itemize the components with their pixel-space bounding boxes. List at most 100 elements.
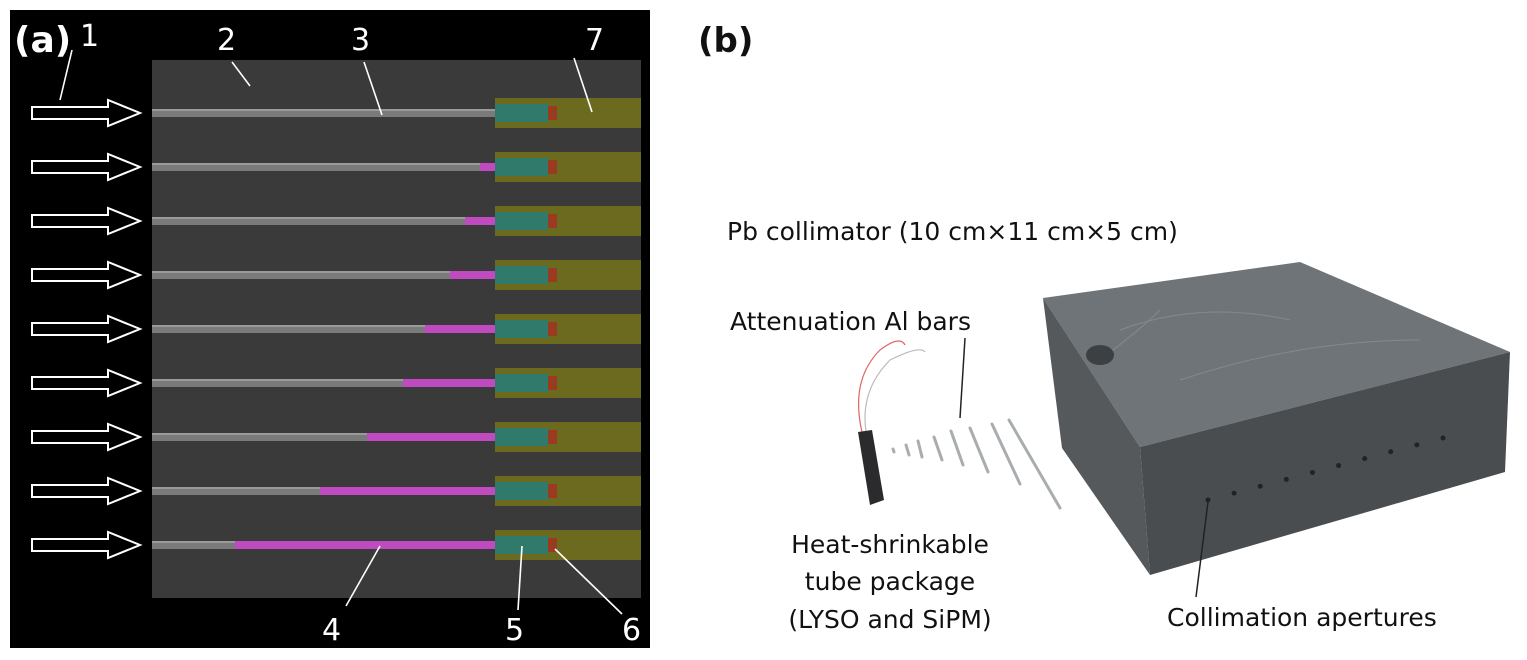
- al-bar: [367, 433, 495, 441]
- sipm: [548, 430, 557, 444]
- rod-highlight: [152, 109, 495, 111]
- rod: [152, 325, 495, 333]
- rod-highlight: [152, 217, 495, 219]
- sipm: [548, 268, 557, 282]
- callout-5: 5: [505, 613, 524, 648]
- sipm: [548, 484, 557, 498]
- lyso-crystal: [495, 212, 548, 230]
- apertures-pointer: [1195, 501, 1209, 598]
- leader-lines: [59, 49, 623, 615]
- panel-b-label: (b): [698, 21, 753, 61]
- panel-a-diagram: (a) 1 2 3 4 5 6 7: [10, 10, 650, 648]
- leader-line-7: [573, 57, 593, 113]
- beam-arrow-icon: [31, 314, 143, 344]
- leader-line-6: [554, 548, 623, 615]
- detector-row: [31, 422, 641, 452]
- leader-line-1: [59, 49, 73, 101]
- aperture: [1388, 449, 1394, 455]
- beam-arrow-icon: [31, 98, 143, 128]
- sipm: [548, 376, 557, 390]
- beam-arrow-icon: [31, 530, 143, 560]
- sipm: [548, 106, 557, 120]
- rod-highlight: [152, 163, 495, 165]
- leader-line-2: [231, 61, 251, 87]
- al-bar: [320, 487, 495, 495]
- rod: [152, 163, 495, 171]
- aperture: [1283, 476, 1289, 482]
- beam-arrow-icon: [31, 368, 143, 398]
- detector-row: [31, 314, 641, 344]
- rod: [152, 433, 495, 441]
- callout-2: 2: [217, 23, 236, 58]
- detector-row: [31, 368, 641, 398]
- beam-arrow-icon: [31, 152, 143, 182]
- lyso-crystal: [495, 482, 548, 500]
- aperture: [1257, 483, 1263, 489]
- sipm: [548, 214, 557, 228]
- beam-arrow-icon: [31, 422, 143, 452]
- rod: [152, 379, 495, 387]
- rod-highlight: [152, 433, 495, 435]
- apertures-label: Collimation apertures: [1167, 603, 1437, 632]
- aperture: [1205, 497, 1211, 503]
- beam-arrow-icon: [31, 206, 143, 236]
- aperture: [1336, 463, 1342, 469]
- callout-4: 4: [322, 613, 341, 648]
- collimator-label: Pb collimator (10 cm×11 cm×5 cm): [727, 217, 1178, 246]
- al-bar: [235, 541, 496, 549]
- collimator-left-face: [1043, 298, 1150, 575]
- sipm: [548, 160, 557, 174]
- aperture: [1231, 490, 1237, 496]
- aperture: [1309, 469, 1315, 475]
- package-label-line-3: (LYSO and SiPM): [788, 605, 991, 634]
- panel-a-label: (a): [14, 20, 71, 61]
- wire-gray: [864, 349, 926, 433]
- beam-arrow-icon: [31, 260, 143, 290]
- collimation-apertures: [1205, 435, 1446, 503]
- al-bars-label: Attenuation Al bars: [730, 307, 971, 336]
- detector-row: [31, 476, 641, 506]
- wire-red: [857, 340, 906, 433]
- callout-3: 3: [351, 23, 370, 58]
- aperture: [1440, 435, 1446, 441]
- rod-highlight: [152, 325, 495, 327]
- aperture: [1414, 442, 1420, 448]
- detector-row: [31, 530, 641, 560]
- collimator-front-face: [1140, 352, 1510, 575]
- leader-line-5: [517, 545, 523, 611]
- sipm: [548, 322, 557, 336]
- panel-b-photo: (b) Pb collimator (10 cm×11 cm×5 cm) Att…: [698, 21, 1510, 634]
- lyso-crystal: [495, 320, 548, 338]
- lyso-crystal: [495, 536, 548, 554]
- al-bars: [891, 418, 1062, 510]
- rod-highlight: [152, 271, 495, 273]
- detector-row: [31, 206, 641, 236]
- rod: [152, 109, 495, 117]
- callout-7: 7: [585, 23, 604, 58]
- lyso-crystal: [495, 428, 548, 446]
- collimator-stain: [1086, 345, 1114, 365]
- leader-line-4: [345, 545, 381, 607]
- lyso-crystal: [495, 266, 548, 284]
- detector-row: [31, 260, 641, 290]
- al-bars-pointer: [959, 337, 966, 419]
- rod: [152, 217, 495, 225]
- beam-arrow-icon: [31, 476, 143, 506]
- sipm: [548, 538, 557, 552]
- al-bar: [425, 325, 495, 333]
- heat-shrink-tube: [858, 430, 884, 505]
- callout-6: 6: [622, 613, 641, 648]
- package-label-line-2: tube package: [805, 567, 975, 596]
- lyso-crystal: [495, 374, 548, 392]
- aperture: [1362, 456, 1368, 462]
- lyso-crystal: [495, 158, 548, 176]
- callout-1: 1: [80, 19, 99, 54]
- lyso-crystal: [495, 104, 548, 122]
- package-label-line-1: Heat-shrinkable: [791, 530, 989, 559]
- detector-row: [31, 152, 641, 182]
- leader-line-3: [363, 61, 383, 116]
- al-bar: [479, 163, 495, 171]
- al-bar: [450, 271, 495, 279]
- detector-row: [31, 98, 641, 128]
